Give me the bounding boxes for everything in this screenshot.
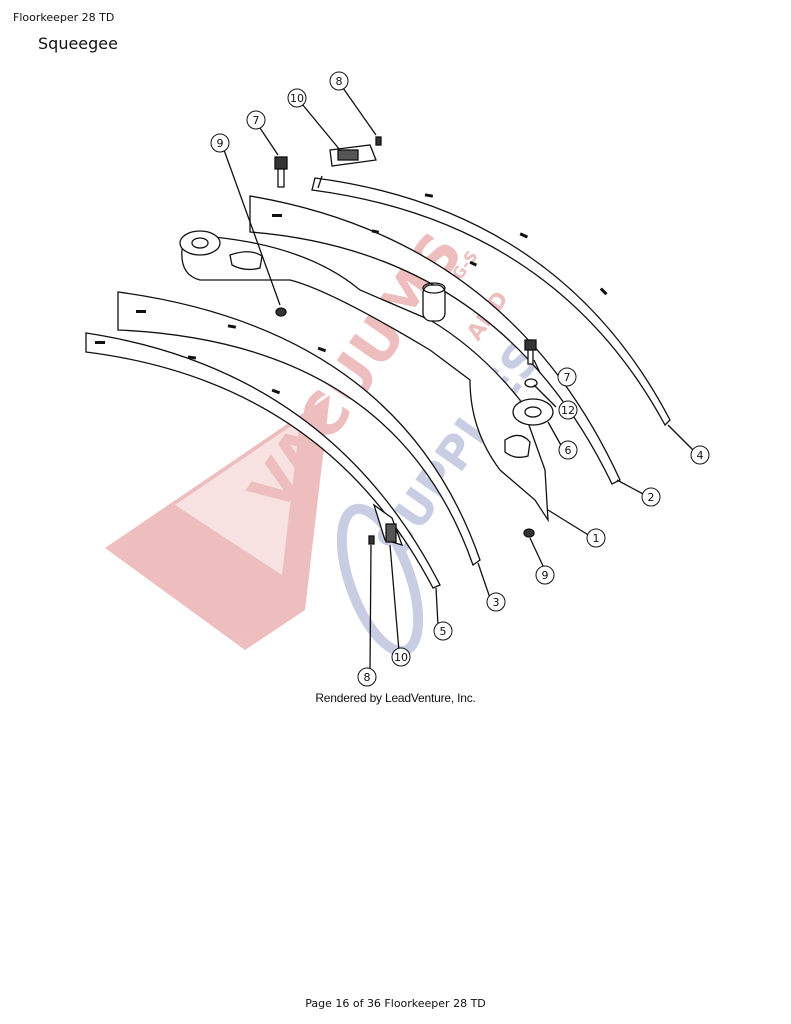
svg-text:5: 5: [440, 625, 447, 638]
callout-list: 8 10 7 9 7 12 6 4 2 1 9 3 5 10 8: [210, 71, 710, 687]
parts-drawing: [85, 87, 696, 673]
callout-9-right: 9: [535, 565, 555, 585]
svg-text:3: 3: [493, 596, 500, 609]
svg-text:8: 8: [336, 75, 343, 88]
callout-10-bottom: 10: [391, 647, 411, 667]
callout-5: 5: [433, 621, 453, 641]
svg-text:8: 8: [364, 671, 371, 684]
svg-text:12: 12: [561, 404, 575, 417]
svg-text:7: 7: [564, 371, 571, 384]
render-credit: Rendered by LeadVenture, Inc.: [315, 691, 476, 705]
callout-4: 4: [690, 445, 710, 465]
callout-7-right: 7: [557, 367, 577, 387]
svg-text:2: 2: [648, 491, 655, 504]
callout-8-top: 8: [329, 71, 349, 91]
page-footer: Page 16 of 36 Floorkeeper 28 TD: [305, 997, 486, 1010]
callout-1: 1: [586, 528, 606, 548]
svg-text:7: 7: [253, 114, 260, 127]
callout-10-top: 10: [287, 88, 307, 108]
section-title: Squeegee: [38, 34, 118, 53]
svg-text:9: 9: [542, 569, 549, 582]
svg-text:4: 4: [697, 449, 704, 462]
svg-text:9: 9: [217, 137, 224, 150]
callout-3: 3: [486, 592, 506, 612]
watermark-red-shape: [105, 395, 330, 650]
document-header: Floorkeeper 28 TD: [13, 11, 115, 24]
callout-12: 12: [558, 400, 578, 420]
svg-text:1: 1: [593, 532, 600, 545]
svg-text:10: 10: [394, 651, 408, 664]
callout-9-left: 9: [210, 133, 230, 153]
callout-8-bottom: 8: [357, 667, 377, 687]
svg-text:6: 6: [565, 444, 572, 457]
callout-6: 6: [558, 440, 578, 460]
callout-7-left: 7: [246, 110, 266, 130]
svg-text:10: 10: [290, 92, 304, 105]
callout-2: 2: [641, 487, 661, 507]
